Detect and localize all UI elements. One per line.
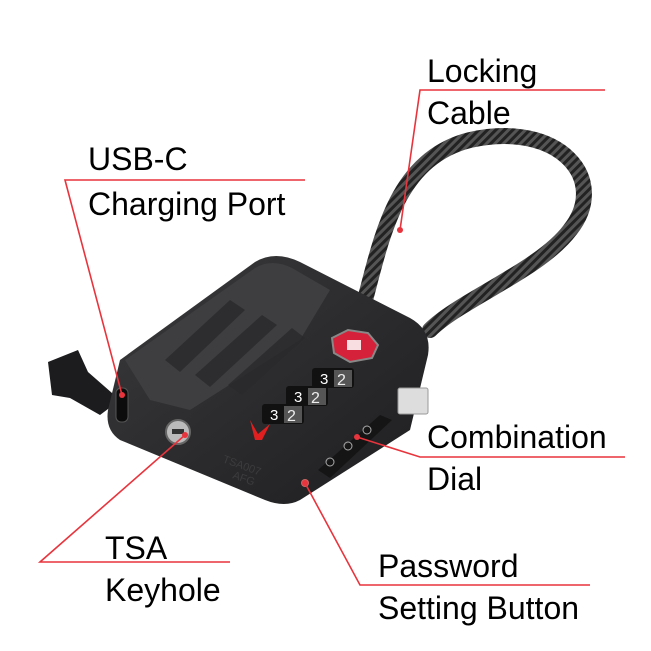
label-line: Dial (427, 461, 483, 497)
label-line: Password (378, 548, 519, 584)
dial-digit: 3 (294, 389, 302, 406)
dial-row-3: 3 2 (262, 404, 304, 425)
callout-lines (37, 89, 625, 586)
dial-digit: 3 (270, 407, 278, 424)
label-line: Setting Button (378, 590, 580, 626)
grip-ridges (165, 300, 305, 395)
combination-dial-edge (318, 415, 392, 478)
dial-row-2: 3 2 (286, 386, 328, 407)
port-cap (48, 350, 120, 415)
label-line: Locking (427, 53, 538, 89)
label-line: Cable (427, 95, 511, 131)
dial-digit: 2 (311, 390, 320, 407)
dial-digit: 2 (337, 372, 346, 389)
label-line: TSA (105, 530, 168, 566)
label-tsa-keyhole: TSA Keyhole (105, 527, 221, 611)
cable-latch (397, 387, 429, 415)
label-usb-c: USB-C Charging Port (88, 138, 285, 225)
dial-row-1: 3 2 (312, 368, 354, 389)
dial-digit: 3 (320, 371, 328, 388)
usb-c-port (115, 387, 129, 423)
label-line: Combination (427, 419, 607, 455)
label-line: USB-C (88, 141, 188, 177)
callout-cable (399, 89, 605, 231)
callout-keyhole (37, 434, 230, 563)
label-password-button: Password Setting Button (378, 545, 579, 629)
label-locking-cable: Locking Cable (427, 50, 537, 134)
dial-digit: 2 (287, 408, 296, 425)
callout-button (304, 482, 590, 586)
lock-top-panel (125, 263, 330, 410)
label-combination-dial: Combination Dial (427, 416, 607, 500)
locking-cable (352, 128, 592, 338)
brand-logo (250, 420, 270, 440)
callout-usb (63, 179, 305, 396)
callout-dial (356, 436, 625, 458)
label-line: Keyhole (105, 572, 221, 608)
label-line: Charging Port (88, 186, 286, 222)
